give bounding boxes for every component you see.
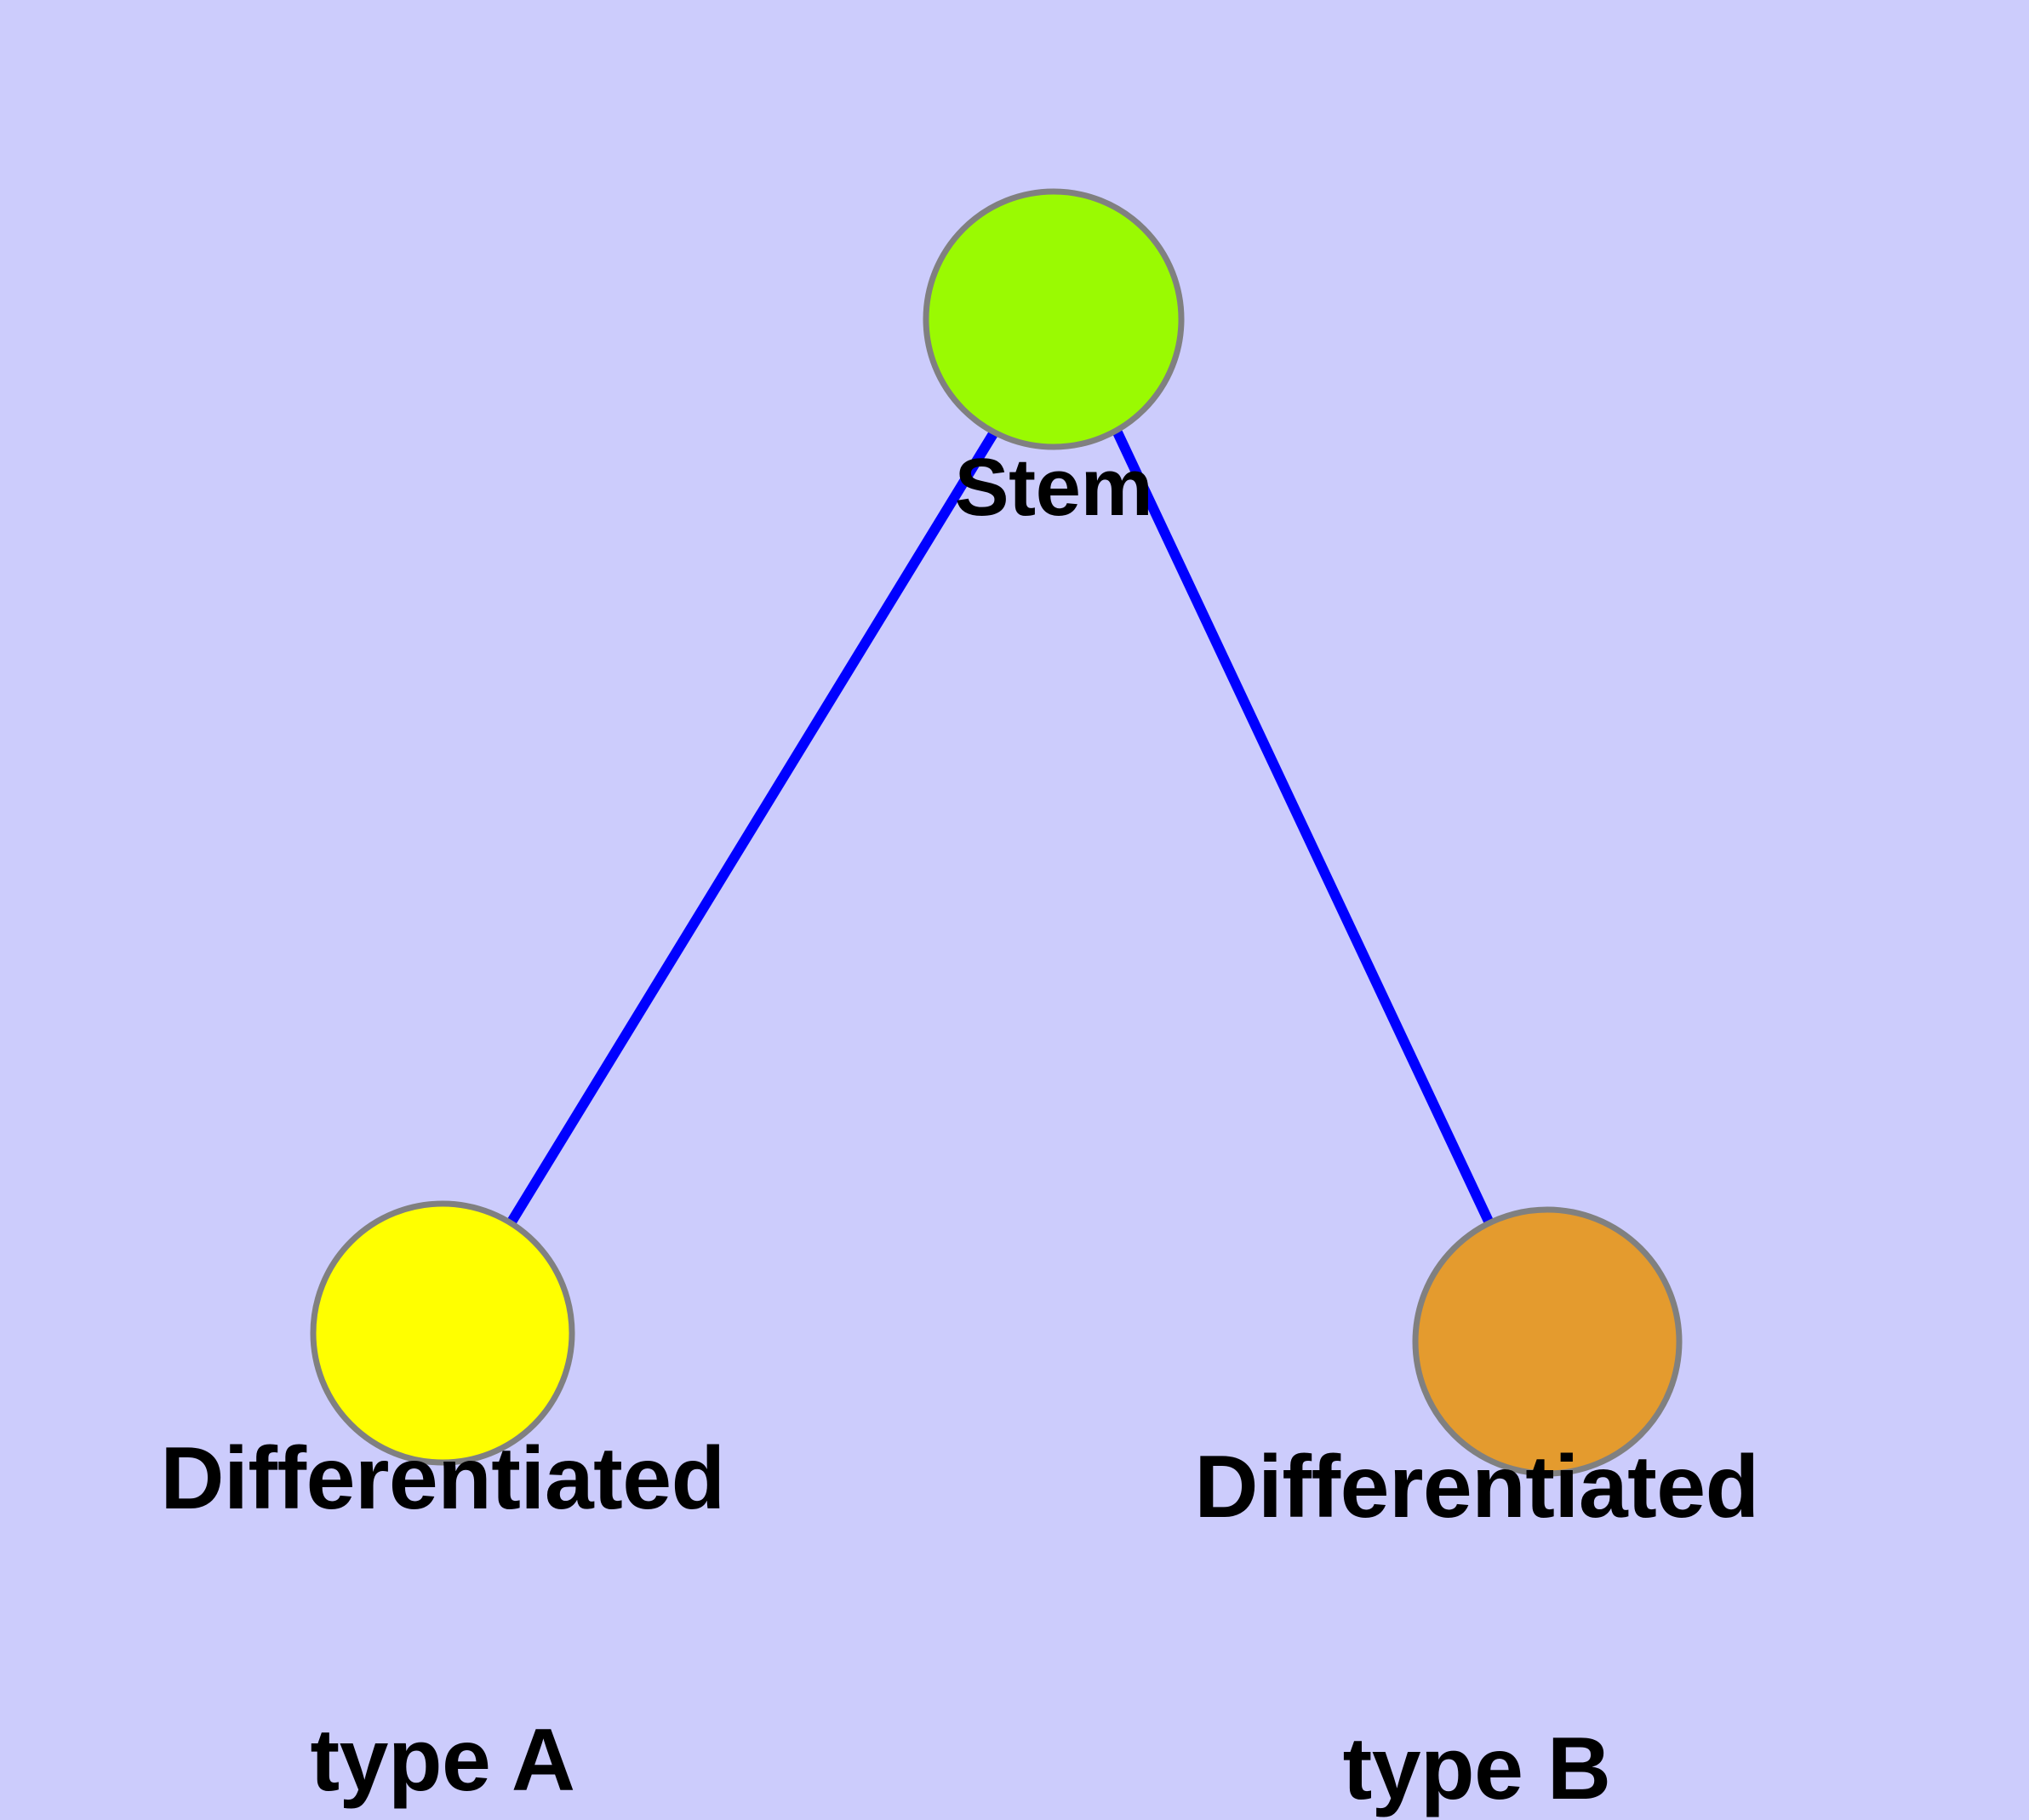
edge-stem-diff-b[interactable]: [1112, 430, 1496, 1229]
nodes-layer: [310, 188, 1683, 1477]
node-circle-diff-a[interactable]: [310, 1200, 575, 1466]
edges-layer: [506, 429, 1496, 1229]
edge-stem-diff-a[interactable]: [506, 429, 999, 1227]
node-circle-stem[interactable]: [923, 188, 1185, 450]
node-circle-diff-b[interactable]: [1412, 1206, 1683, 1477]
